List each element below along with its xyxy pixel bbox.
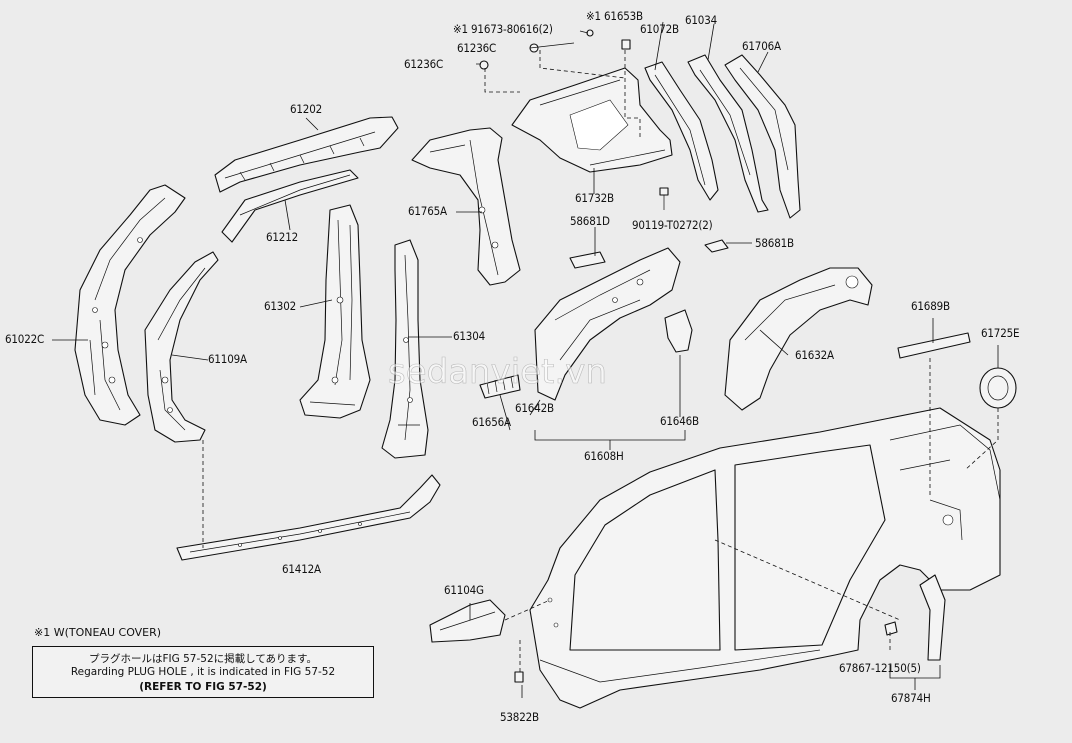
label-61608H: 61608H [584, 449, 624, 463]
label-67867: 67867-12150(5) [839, 661, 921, 675]
watermark-text: sedanviet.vn [388, 352, 608, 393]
label-61732B: 61732B [575, 191, 614, 205]
part-clips-top [479, 29, 631, 70]
label-61642B: 61642B [515, 401, 554, 415]
label-61412A: 61412A [282, 562, 321, 576]
label-61632A: 61632A [795, 348, 834, 362]
label-61304: 61304 [453, 329, 486, 343]
label-61646B: 61646B [660, 414, 699, 428]
part-61304-pillar [381, 239, 429, 459]
label-61212: 61212 [266, 230, 299, 244]
label-61236C-a: 61236C [457, 41, 497, 55]
part-61706A-panel [724, 54, 801, 219]
leader-lines [52, 21, 999, 698]
part-90119-bolt [659, 187, 669, 210]
label-61725E: 61725E [981, 326, 1020, 340]
note-title: ※1 W(TONEAU COVER) [34, 626, 162, 639]
label-91673: ※1 91673-80616(2) [453, 22, 553, 36]
part-53822B-clip [514, 671, 524, 683]
label-61236C-b: 61236C [404, 57, 444, 71]
label-61656A: 61656A [472, 415, 511, 429]
part-61656A-bracket [479, 374, 521, 399]
note-box: プラグホールはFIG 57-52に掲載してあります。 Regarding PLU… [32, 646, 374, 698]
label-61302: 61302 [264, 299, 297, 313]
part-61412A-rocker [176, 474, 441, 561]
part-61765A-pillar [411, 127, 521, 286]
label-61104G: 61104G [444, 583, 484, 597]
label-90119: 90119-T0272(2) [632, 218, 713, 232]
label-61034: 61034 [685, 13, 718, 27]
part-61632A-wheelhouse [724, 267, 873, 411]
label-61653B: ※1 61653B [586, 9, 643, 23]
label-61022C: 61022C [5, 332, 45, 346]
part-61302-pillar [299, 204, 371, 419]
part-61689B-strip [897, 332, 971, 359]
label-67874H: 67874H [891, 691, 931, 705]
label-61689B: 61689B [911, 299, 950, 313]
label-61706A: 61706A [742, 39, 781, 53]
label-61072B: 61072B [640, 22, 679, 36]
part-61202-rail [214, 116, 399, 193]
label-61109A: 61109A [208, 352, 247, 366]
part-61732B-panel [511, 67, 673, 173]
part-67874H-strip [919, 574, 946, 661]
part-61646B-bracket [664, 309, 693, 353]
part-61022C-pillar [74, 184, 186, 426]
label-53822B: 53822B [500, 710, 539, 724]
dashed-lines [202, 50, 999, 672]
part-58681B-pad [704, 239, 729, 253]
part-body-side-outer [529, 407, 1001, 709]
part-58681D-pad [569, 251, 606, 269]
part-61725E-lid [979, 367, 1017, 409]
part-67867-clip [884, 621, 898, 636]
part-61072B-panel [644, 61, 719, 201]
part-61034-panel [687, 54, 769, 213]
part-61212-rail [221, 169, 359, 243]
part-61104G-bracket [429, 599, 506, 643]
label-61202: 61202 [290, 102, 323, 116]
note-line-jp: プラグホールはFIG 57-52に掲載してあります。 [89, 653, 317, 665]
part-61109A-pillar [144, 251, 219, 443]
part-61608H-wheelhouse [534, 247, 681, 401]
label-58681B: 58681B [755, 236, 794, 250]
label-61765A: 61765A [408, 204, 447, 218]
label-58681D: 58681D [570, 214, 610, 228]
note-line-en: Regarding PLUG HOLE , it is indicated in… [70, 666, 336, 678]
note-line-ref: (REFER TO FIG 57-52) [139, 681, 267, 693]
